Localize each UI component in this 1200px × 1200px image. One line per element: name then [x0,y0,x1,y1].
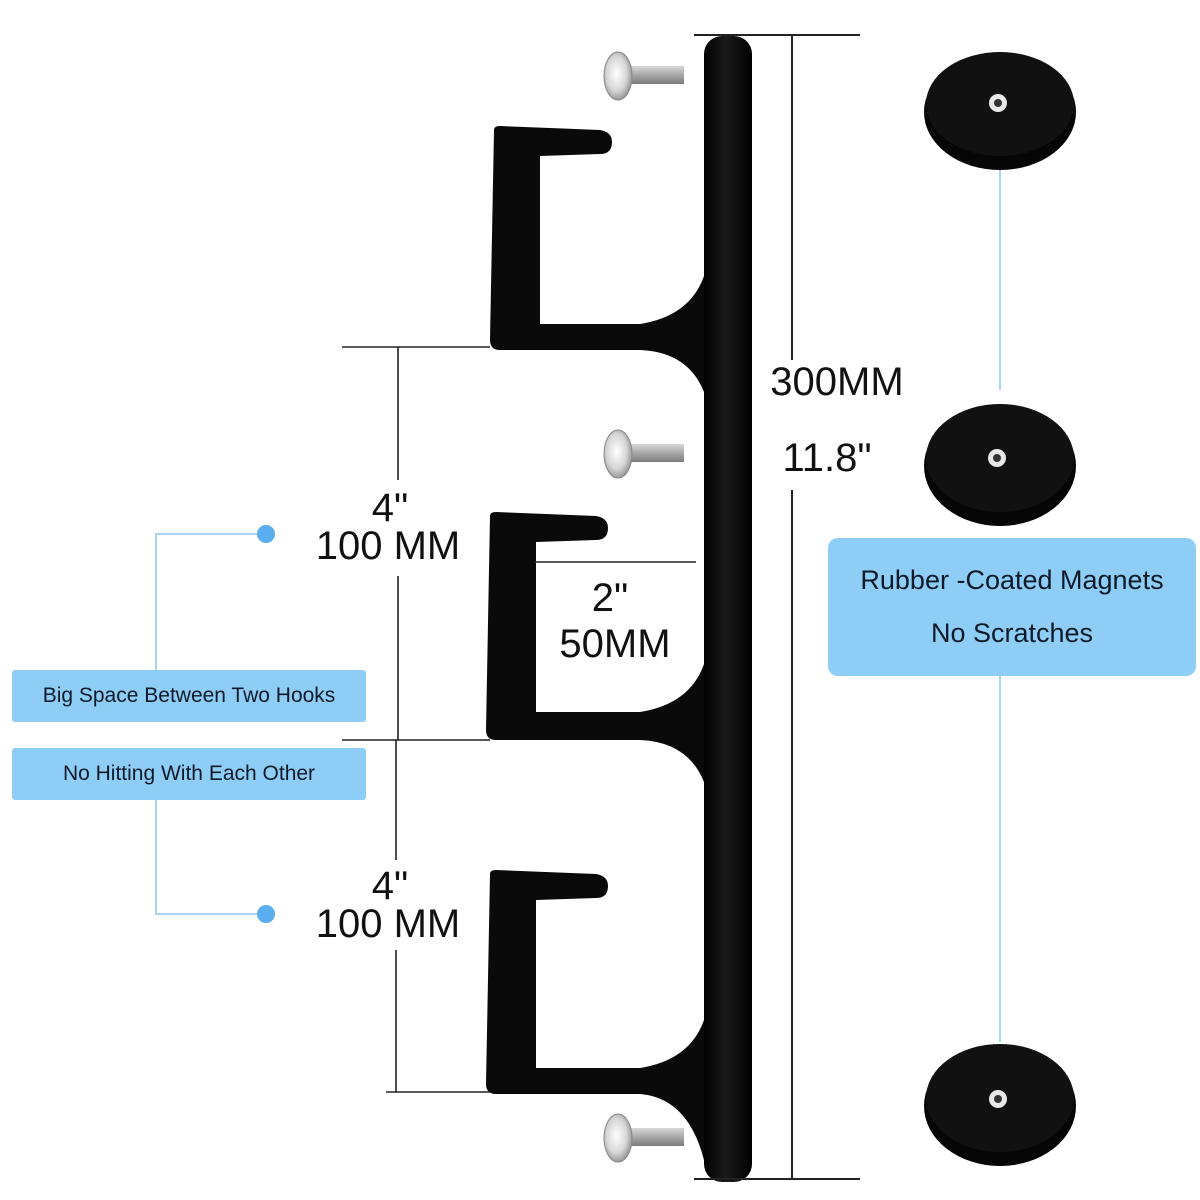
hook-gap-1-mm: 100 MM [315,524,461,568]
callout-magnets: Rubber -Coated Magnets No Scratches [828,538,1196,676]
overall-length-mm: 300MM [770,360,904,404]
callout-no-hitting-text: No Hitting With Each Other [62,762,316,785]
overall-length-dimension [694,34,860,1180]
hook-depth-mm: 50MM [559,622,671,666]
hook-gap-dimension [342,346,490,1093]
hook-3 [486,870,704,1160]
screw-middle [603,429,684,479]
hook-1 [490,126,704,392]
callout-big-space: Big Space Between Two Hooks [12,670,366,722]
screw-top [603,51,684,101]
hook-depth-in: 2" [591,576,629,620]
hook-gap-1-in: 4" [371,486,409,530]
hook-2 [486,512,704,782]
magnet-middle [924,404,1076,526]
callout-connector [155,533,266,915]
screw-bottom [603,1113,684,1163]
callout-magnets-line-1: Rubber -Coated Magnets [860,565,1164,595]
magnet-top [924,52,1076,170]
callout-big-space-text: Big Space Between Two Hooks [42,684,336,707]
magnet-bottom [924,1044,1076,1166]
connector-dot-bottom [257,905,275,923]
callout-no-hitting: No Hitting With Each Other [12,748,366,800]
callout-magnets-line-2: No Scratches [930,618,1094,648]
connector-dot-top [257,525,275,543]
overall-length-in: 11.8" [782,436,872,480]
bracket-bar [704,36,752,1182]
hook-gap-2-mm: 100 MM [315,902,461,946]
hook-gap-2-in: 4" [371,864,409,908]
